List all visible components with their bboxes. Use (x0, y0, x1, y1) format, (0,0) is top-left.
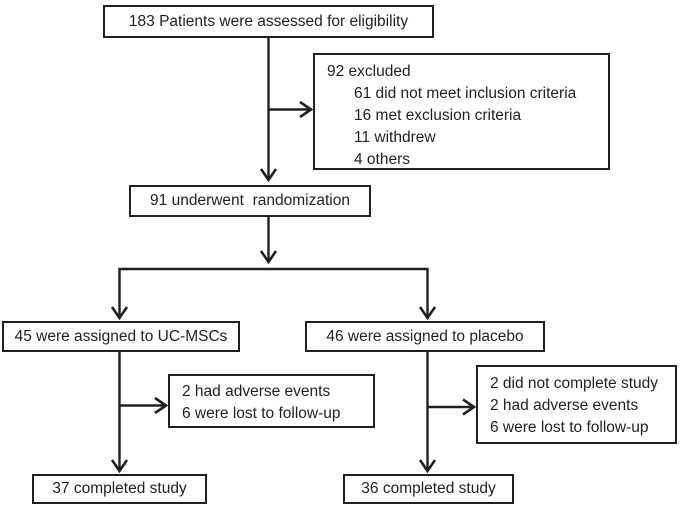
box-ucmsc-dropouts: 2 had adverse events 6 were lost to foll… (168, 374, 375, 428)
randomization-label: 91 underwent randomization (150, 192, 350, 209)
box-placebo-completed: 36 completed study (343, 474, 514, 504)
placebo-dropout: 2 had adverse events (490, 397, 639, 414)
excluded-reason: 61 did not meet inclusion criteria (354, 85, 577, 102)
excluded-header: 92 excluded (327, 63, 411, 80)
excluded-reason: 4 others (354, 151, 411, 168)
assigned-ucmsc-label: 45 were assigned to UC-MSCs (14, 327, 228, 345)
box-assigned-placebo: 46 were assigned to placebo (305, 321, 545, 352)
ucmsc-dropout: 2 had adverse events (182, 383, 331, 400)
box-assessed-for-eligibility: 183 Patients were assessed for eligibili… (103, 5, 434, 38)
arrow-ucmsc-to-completed (110, 352, 129, 474)
arrow-to-excluded (268, 100, 314, 119)
ucmsc-completed-label: 37 completed study (52, 480, 187, 497)
box-ucmsc-completed: 37 completed study (32, 474, 207, 504)
excluded-reason: 16 met exclusion criteria (354, 107, 522, 124)
arrow-ucmsc-to-dropouts (119, 396, 169, 415)
placebo-dropout: 6 were lost to follow-up (490, 419, 649, 436)
box-assigned-ucmsc: 45 were assigned to UC-MSCs (2, 321, 240, 352)
placebo-completed-label: 36 completed study (361, 480, 496, 497)
assigned-placebo-label: 46 were assigned to placebo (326, 327, 524, 345)
assessed-label: 183 Patients were assessed for eligibili… (128, 12, 409, 30)
box-randomization: 91 underwent randomization (129, 185, 371, 217)
arrow-randomization-to-split (259, 217, 278, 265)
box-excluded: 92 excluded 61 did not meet inclusion cr… (313, 53, 610, 170)
arrow-placebo-to-dropouts (427, 398, 477, 416)
arrow-placebo-to-completed (418, 352, 437, 474)
placebo-dropout: 2 did not complete study (490, 375, 659, 392)
ucmsc-dropout: 6 were lost to follow-up (182, 405, 341, 422)
split-connector (110, 267, 437, 321)
box-placebo-dropouts: 2 did not complete study 2 had adverse e… (476, 365, 677, 444)
excluded-reason: 11 withdrew (354, 129, 436, 146)
